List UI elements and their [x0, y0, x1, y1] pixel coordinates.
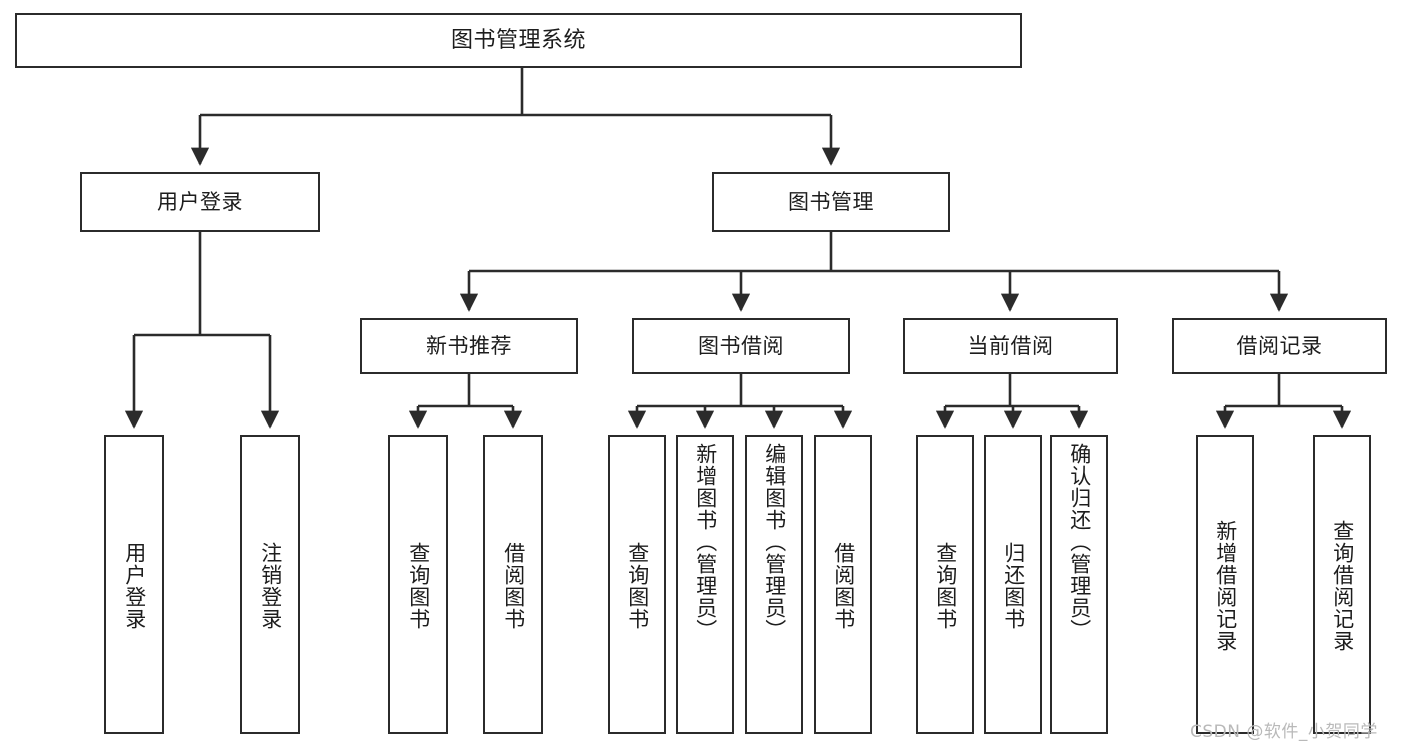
node-borrow-records-label: 借阅记录 — [1236, 333, 1323, 358]
leaf-query-books-current[interactable]: 查询图书 — [916, 435, 974, 734]
leaf-confirm-return-admin[interactable]: 确认归还（管理员） — [1050, 435, 1108, 734]
node-current-borrowing-label: 当前借阅 — [967, 333, 1054, 358]
leaf-user-login[interactable]: 用户登录 — [104, 435, 164, 734]
leaf-confirm-return-admin-label: 确认归还（管理员） — [1067, 443, 1092, 641]
leaf-query-books-new-label: 查询图书 — [406, 541, 431, 630]
leaf-logout-label: 注销登录 — [258, 541, 283, 630]
leaf-return-books-label: 归还图书 — [1001, 541, 1026, 630]
leaf-query-books-new[interactable]: 查询图书 — [388, 435, 448, 734]
leaf-add-book-admin-label: 新增图书（管理员） — [693, 443, 718, 641]
leaf-logout[interactable]: 注销登录 — [240, 435, 300, 734]
leaf-query-books-current-label: 查询图书 — [933, 541, 958, 630]
leaf-query-books-borrow[interactable]: 查询图书 — [608, 435, 666, 734]
node-root[interactable]: 图书管理系统 — [15, 13, 1022, 68]
leaf-borrow-books-new-label: 借阅图书 — [501, 541, 526, 630]
node-book-management[interactable]: 图书管理 — [712, 172, 950, 232]
csdn-watermark: CSDN @软件_小贺同学 — [1190, 722, 1378, 742]
leaf-edit-book-admin-label: 编辑图书（管理员） — [762, 443, 787, 641]
node-borrow-records[interactable]: 借阅记录 — [1172, 318, 1387, 374]
leaf-add-book-admin[interactable]: 新增图书（管理员） — [676, 435, 734, 734]
leaf-borrow-books[interactable]: 借阅图书 — [814, 435, 872, 734]
node-new-book-recommendation-label: 新书推荐 — [426, 333, 512, 358]
node-user-login[interactable]: 用户登录 — [80, 172, 320, 232]
node-book-borrowing[interactable]: 图书借阅 — [632, 318, 850, 374]
leaf-query-borrow-record-label: 查询借阅记录 — [1330, 519, 1355, 652]
leaf-borrow-books-new[interactable]: 借阅图书 — [483, 435, 543, 734]
leaf-user-login-label: 用户登录 — [122, 541, 147, 630]
leaf-borrow-books-label: 借阅图书 — [831, 541, 856, 630]
node-new-book-recommendation[interactable]: 新书推荐 — [360, 318, 578, 374]
node-book-borrowing-label: 图书借阅 — [698, 333, 784, 358]
leaf-edit-book-admin[interactable]: 编辑图书（管理员） — [745, 435, 803, 734]
node-current-borrowing[interactable]: 当前借阅 — [903, 318, 1118, 374]
leaf-query-borrow-record[interactable]: 查询借阅记录 — [1313, 435, 1371, 734]
node-book-management-label: 图书管理 — [788, 189, 874, 214]
leaf-return-books[interactable]: 归还图书 — [984, 435, 1042, 734]
leaf-query-books-borrow-label: 查询图书 — [625, 541, 650, 630]
leaf-add-borrow-record[interactable]: 新增借阅记录 — [1196, 435, 1254, 734]
leaf-add-borrow-record-label: 新增借阅记录 — [1213, 519, 1238, 652]
node-user-login-label: 用户登录 — [157, 189, 243, 214]
node-root-label: 图书管理系统 — [450, 27, 586, 53]
